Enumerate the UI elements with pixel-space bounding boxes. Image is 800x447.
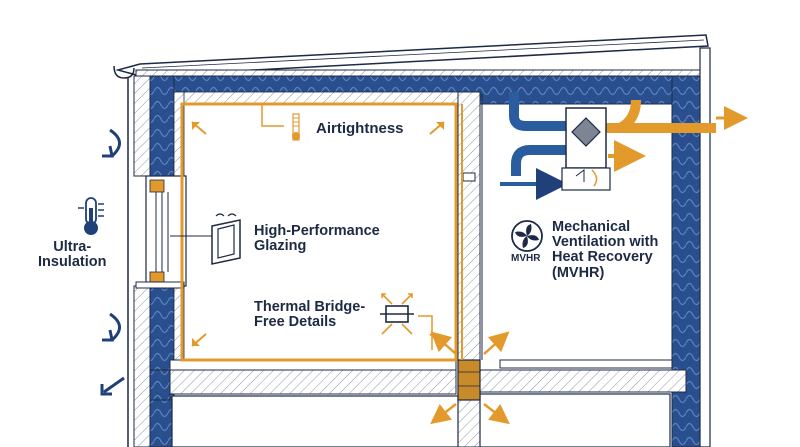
window bbox=[135, 175, 187, 289]
window-icon bbox=[211, 213, 241, 265]
mvhr-unit bbox=[500, 92, 748, 200]
zipper-icon bbox=[292, 113, 300, 141]
airtightness-label: Airtightness bbox=[316, 120, 404, 137]
partition-wall bbox=[457, 91, 481, 447]
roof bbox=[113, 34, 709, 79]
junction-arrows bbox=[430, 331, 510, 425]
insulation-label: Ultra- Insulation bbox=[38, 239, 107, 271]
fan-icon bbox=[511, 220, 543, 252]
thermal-break-block bbox=[457, 359, 481, 401]
mvhr-badge: MVHR bbox=[511, 253, 541, 264]
thermal-bridge-label: Thermal Bridge- Free Details bbox=[254, 299, 366, 331]
mvhr-label: Mechanical Ventilation with Heat Recover… bbox=[552, 219, 659, 281]
thermal-bridge-icon bbox=[380, 293, 414, 335]
heat-flow-arrows bbox=[100, 128, 125, 396]
left-wall bbox=[127, 75, 185, 447]
glazing-label: High-Performance Glazing bbox=[254, 223, 380, 255]
floor-slab bbox=[149, 359, 687, 447]
airtight-envelope bbox=[180, 94, 483, 362]
thermometer-icon bbox=[78, 197, 104, 235]
